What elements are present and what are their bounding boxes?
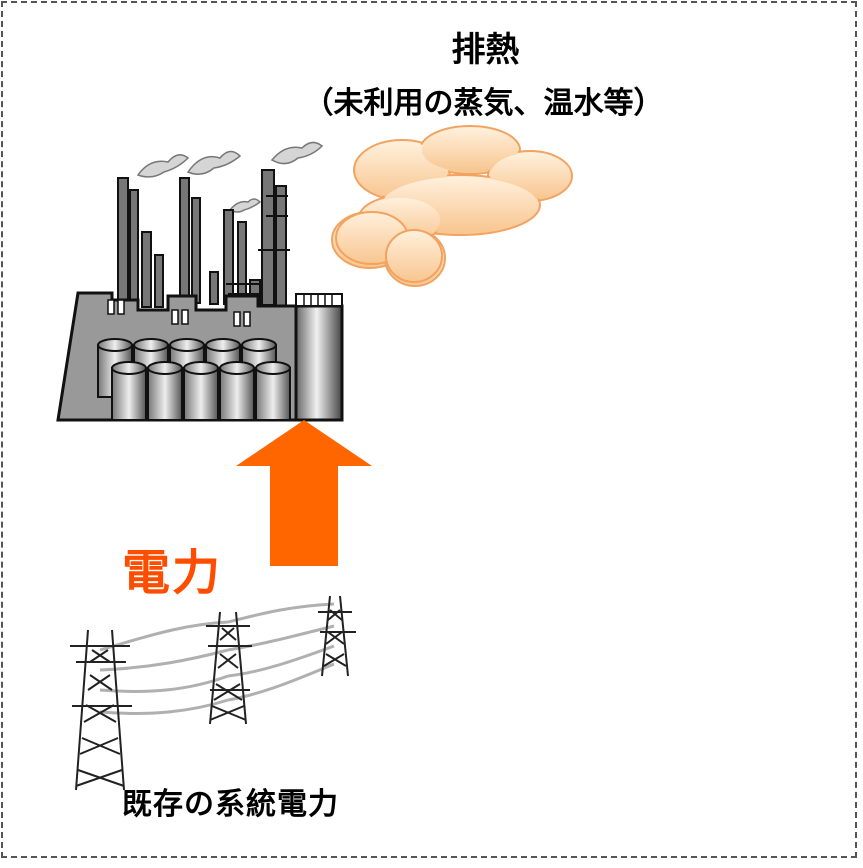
up-arrow-icon: [236, 420, 372, 566]
power-label: 電力: [122, 545, 223, 601]
factory-icon: [56, 141, 344, 422]
power-transmission-towers-icon: [70, 595, 356, 791]
exhaust-heat-title: 排熱: [451, 30, 520, 70]
exhaust-heat-subtitle: （未利用の蒸気、温水等）: [303, 86, 664, 121]
diagram-frame: [1, 1, 857, 858]
steam-cloud-icon: [331, 125, 573, 287]
grid-power-label: 既存の系統電力: [122, 787, 339, 822]
